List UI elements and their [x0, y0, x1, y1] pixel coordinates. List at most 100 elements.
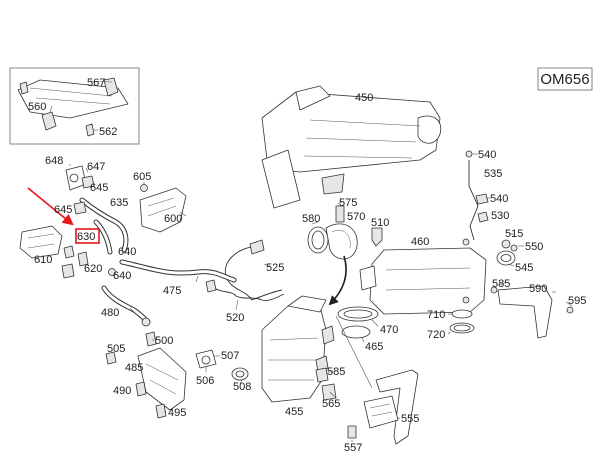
callout-510[interactable]: 510	[371, 217, 389, 229]
egr-pipework	[79, 197, 237, 327]
callout-455[interactable]: 455	[285, 406, 303, 418]
callout-460[interactable]: 460	[411, 236, 429, 248]
callout-545[interactable]: 545	[515, 262, 533, 274]
filter-sensor-port	[321, 173, 345, 195]
callout-640-upper[interactable]: 640	[118, 246, 136, 258]
highlighted-part-box	[75, 228, 100, 244]
sensor-wiring	[205, 239, 285, 311]
sensor-wire-520	[211, 285, 285, 301]
callout-475[interactable]: 475	[163, 285, 181, 297]
callout-495[interactable]: 495	[168, 407, 186, 419]
lower-brackets	[315, 367, 337, 401]
callout-557[interactable]: 557	[344, 442, 362, 454]
sensor-507-port	[201, 355, 211, 365]
callout-610[interactable]: 610	[34, 254, 52, 266]
callout-505[interactable]: 505	[107, 343, 125, 355]
nut-part	[85, 123, 95, 137]
callout-530[interactable]: 530	[491, 210, 509, 222]
gasket-set	[447, 309, 475, 335]
callout-560[interactable]: 560	[28, 101, 46, 113]
callout-550[interactable]: 550	[525, 241, 543, 253]
callout-567[interactable]: 567	[87, 77, 105, 89]
callout-525[interactable]: 525	[266, 262, 284, 274]
ring-set	[337, 306, 379, 343]
callout-710[interactable]: 710	[427, 309, 445, 321]
clip-645	[73, 201, 87, 215]
highlight-pointer	[27, 187, 100, 244]
callout-645-upper[interactable]: 645	[90, 182, 108, 194]
bracket-plate	[497, 285, 553, 339]
callout-590[interactable]: 590	[529, 283, 547, 295]
callout-562[interactable]: 562	[99, 126, 117, 138]
callout-520[interactable]: 520	[226, 312, 244, 324]
bolt-500	[145, 331, 157, 347]
callout-620[interactable]: 620	[84, 263, 102, 275]
callout-600[interactable]: 600	[164, 213, 182, 225]
callout-640-lower[interactable]: 640	[113, 270, 131, 282]
filter-mount-bracket	[261, 149, 301, 209]
sensor-525	[249, 239, 265, 255]
callout-540-upper[interactable]: 540	[478, 149, 496, 161]
callout-575[interactable]: 575	[339, 197, 357, 209]
cooler-body	[139, 187, 187, 233]
callout-540-lower[interactable]: 540	[490, 193, 508, 205]
callout-508[interactable]: 508	[233, 381, 251, 393]
filter-outlet-flange	[417, 115, 442, 144]
callout-490[interactable]: 490	[113, 385, 131, 397]
valve-648-port	[69, 173, 79, 183]
bolt-part	[490, 286, 498, 294]
converter-inlet	[359, 265, 377, 291]
callout-500[interactable]: 500	[155, 335, 173, 347]
sensor-cluster-lower	[195, 349, 249, 385]
sensor-part	[462, 296, 470, 304]
sensor-wire-525	[224, 245, 283, 301]
callout-648[interactable]: 648	[45, 155, 63, 167]
hose-630-inner	[94, 220, 112, 254]
sensor-520	[205, 279, 217, 293]
converter-body	[369, 247, 487, 315]
callout-720[interactable]: 720	[427, 329, 445, 341]
callout-507[interactable]: 507	[221, 350, 239, 362]
filter-inlet-cone	[295, 85, 331, 111]
callout-645-lower[interactable]: 645	[54, 204, 72, 216]
callout-605[interactable]: 605	[133, 171, 151, 183]
callout-465[interactable]: 465	[365, 341, 383, 353]
callout-585-lower[interactable]: 585	[327, 366, 345, 378]
control-module-ribs	[369, 403, 393, 417]
callout-480[interactable]: 480	[101, 307, 119, 319]
clamp-620	[77, 251, 89, 267]
ring-470-inner	[343, 309, 373, 319]
callout-570[interactable]: 570	[347, 211, 365, 223]
flange-610	[19, 225, 63, 259]
bolt-605	[140, 184, 148, 192]
callout-580[interactable]: 580	[302, 213, 320, 225]
callout-515[interactable]: 515	[505, 228, 523, 240]
sensor-cluster	[496, 233, 524, 267]
callout-535[interactable]: 535	[484, 168, 502, 180]
nut-490	[135, 381, 147, 397]
particulate-filter-450	[261, 85, 442, 209]
callout-506[interactable]: 506	[196, 375, 214, 387]
callout-565[interactable]: 565	[322, 398, 340, 410]
callout-630-highlighted[interactable]: 630	[77, 231, 95, 243]
lower-left-shield	[105, 331, 187, 419]
callout-labels: 567 560 562 450 540 535 540 530 515 550 …	[28, 77, 586, 454]
callout-647[interactable]: 647	[87, 161, 105, 173]
callout-485[interactable]: 485	[125, 362, 143, 374]
clamp-ring-inner	[500, 254, 512, 262]
pipe-clamp	[475, 193, 489, 205]
callout-555[interactable]: 555	[401, 413, 419, 425]
callout-635[interactable]: 635	[110, 197, 128, 209]
bolt-495	[155, 403, 167, 419]
callout-585-upper[interactable]: 585	[492, 278, 510, 290]
red-pointer-arrow	[27, 187, 74, 226]
valve-cluster-left	[19, 164, 95, 279]
callout-470[interactable]: 470	[380, 324, 398, 336]
control-module	[363, 395, 399, 429]
sensor-part	[462, 238, 470, 246]
clamp-570-band	[331, 230, 351, 249]
lower-converter-ribs	[268, 337, 319, 381]
callout-595[interactable]: 595	[568, 295, 586, 307]
hose-clamp	[141, 317, 151, 327]
callout-450[interactable]: 450	[355, 92, 373, 104]
